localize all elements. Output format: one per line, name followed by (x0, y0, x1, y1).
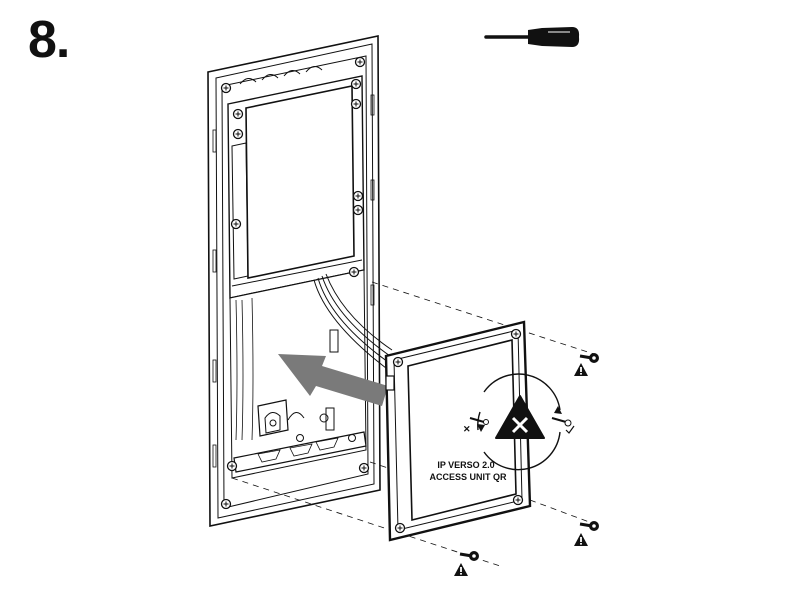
screwdriver-icon (484, 27, 580, 47)
upper-module-bay (227, 75, 365, 299)
svg-text:✕: ✕ (463, 424, 471, 434)
screw-top-right (579, 353, 599, 363)
correct-screw-icon (551, 417, 575, 434)
prohibited-rotation-symbol: ✕ (463, 373, 575, 471)
wrong-screw-icon: ✕ (463, 417, 489, 434)
x-mark-icon (495, 395, 545, 439)
insert-direction-arrow (278, 354, 388, 406)
warning-triangle-icon (454, 563, 468, 576)
screw-bottom-right (579, 521, 599, 531)
module-label-line1: IP VERSO 2.0 (437, 460, 494, 470)
module-label-line2: ACCESS UNIT QR (429, 472, 507, 482)
access-unit-module (384, 320, 532, 542)
warning-triangle-icon (574, 363, 588, 376)
step-number: 8. (28, 11, 70, 69)
warning-triangle-icon (574, 533, 588, 546)
screw-bottom (459, 551, 479, 561)
